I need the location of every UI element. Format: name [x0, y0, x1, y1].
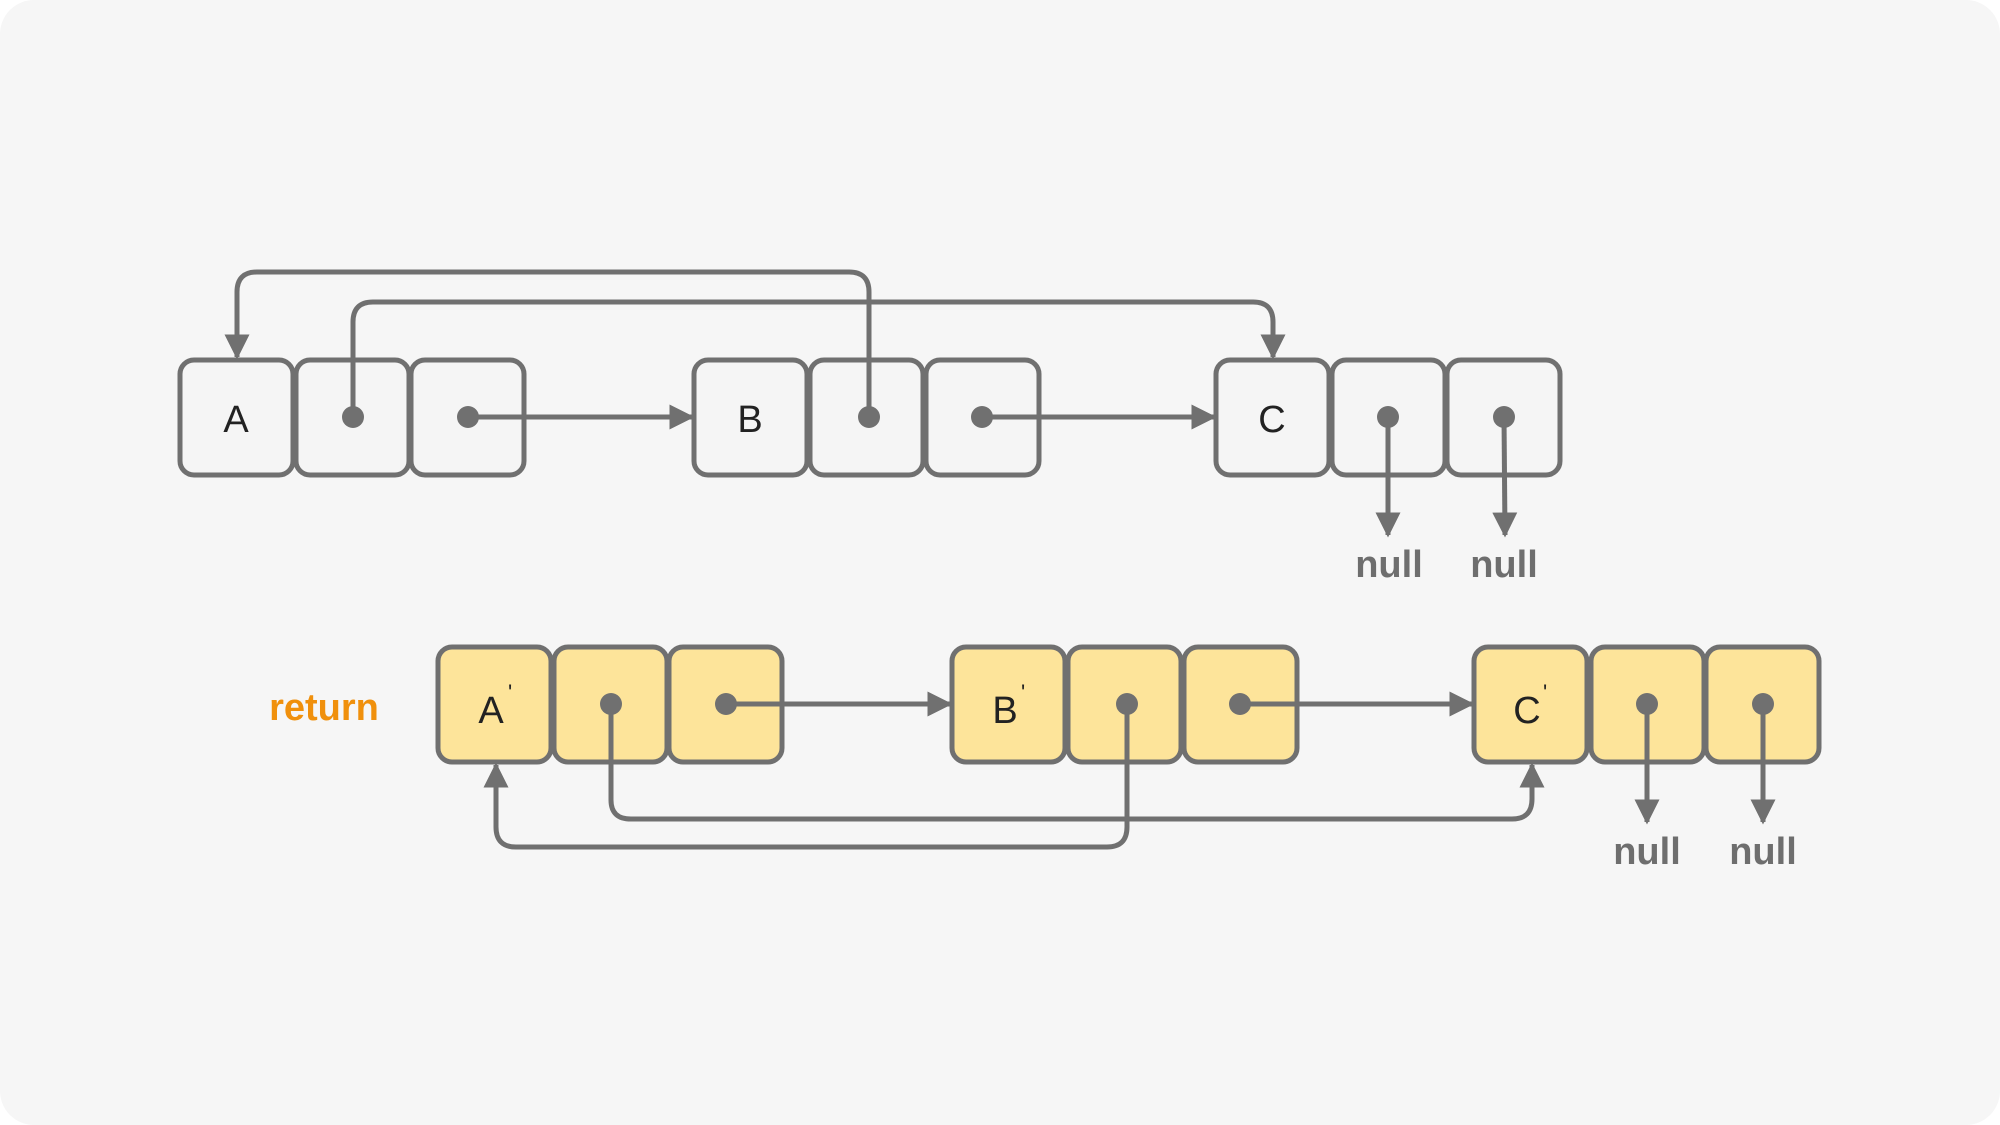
b-random-dot — [858, 406, 880, 428]
c-prime-next-dot — [1752, 693, 1774, 715]
node-b-prime-mark: ' — [1021, 680, 1025, 705]
b-prime-random-dot — [1116, 693, 1138, 715]
copied-list: return A ' B ' C ' — [269, 644, 1822, 873]
a-random-pointer-to-c — [350, 299, 1286, 417]
b-prime-next-dot — [1229, 693, 1251, 715]
node-a-prime-value-cell — [435, 644, 554, 765]
c-random-dot — [1377, 406, 1399, 428]
a-prime-random-dot — [600, 693, 622, 715]
c-prime-random-dot — [1636, 693, 1658, 715]
node-a-label: A — [223, 399, 249, 441]
node-a-prime-mark: ' — [508, 680, 512, 705]
node-b-label: B — [737, 399, 762, 441]
node-c-label: C — [1258, 399, 1285, 441]
b-prime-random-pointer-to-a-prime — [483, 704, 1130, 850]
return-label: return — [269, 687, 379, 729]
null-label-c-random: null — [1355, 544, 1423, 586]
node-a-value-cell — [177, 357, 296, 478]
original-list: A B C null nu — [177, 269, 1563, 586]
null-label-c-prime-next: null — [1729, 831, 1797, 873]
null-label-c-next: null — [1470, 544, 1538, 586]
node-b-prime-label: B — [992, 690, 1017, 732]
a-next-dot — [457, 406, 479, 428]
b-random-pointer-to-a — [224, 269, 872, 417]
c-next-null-pointer — [1492, 416, 1518, 538]
c-next-dot — [1493, 406, 1515, 428]
node-c-prime-mark: ' — [1543, 680, 1547, 705]
node-c-prime-label: C — [1513, 690, 1540, 732]
a-prime-next-dot — [715, 693, 737, 715]
a-random-dot — [342, 406, 364, 428]
a-prime-random-pointer-to-c-prime — [608, 704, 1545, 822]
null-label-c-prime-random: null — [1613, 831, 1681, 873]
b-next-dot — [971, 406, 993, 428]
node-a-prime-label: A — [478, 690, 504, 732]
